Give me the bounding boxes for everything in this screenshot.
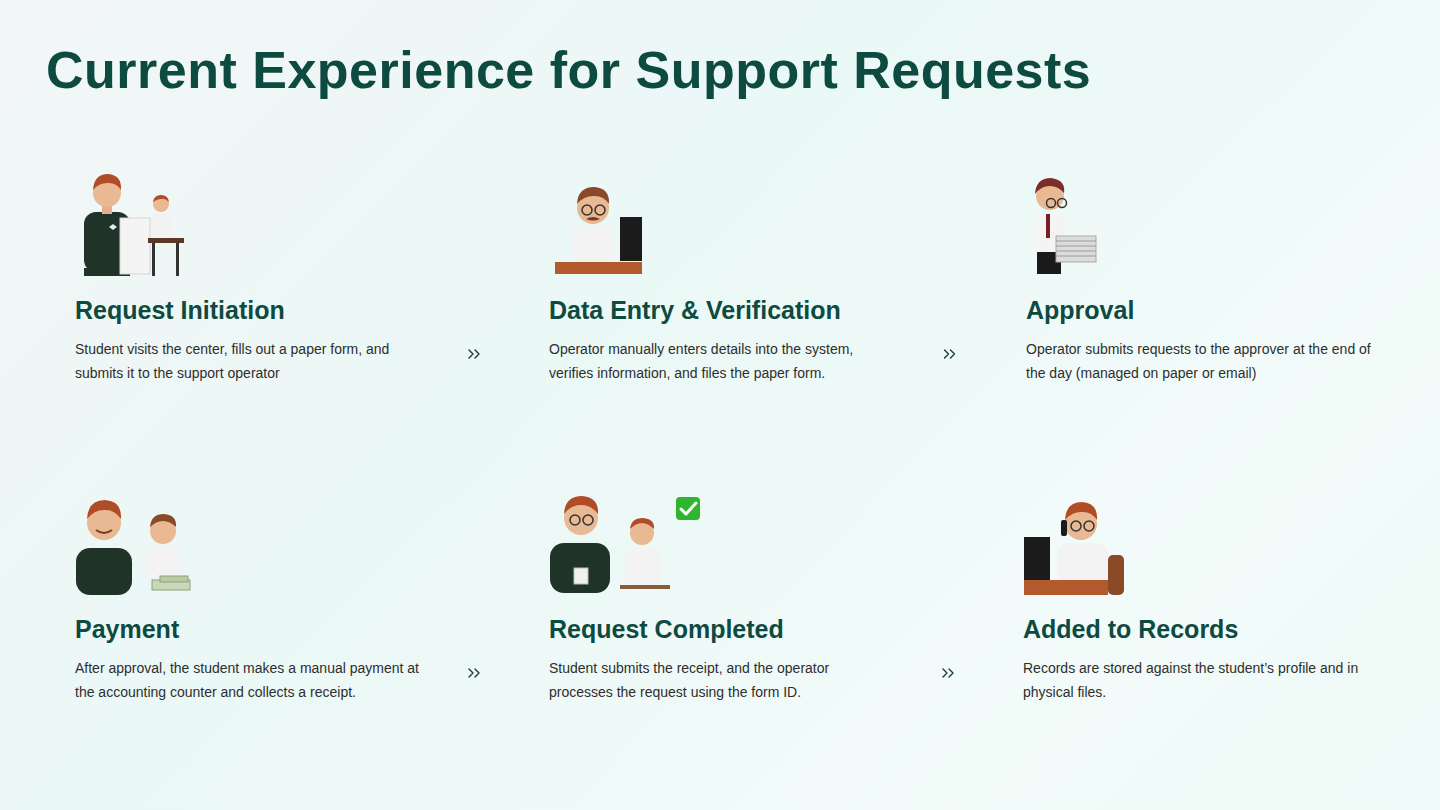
student-figure <box>84 174 150 276</box>
step-description: Operator submits requests to the approve… <box>1026 337 1372 385</box>
step-box: Request InitiationStudent visits the cen… <box>75 296 421 385</box>
step-heading: Request Initiation <box>75 296 421 325</box>
step-description: Records are stored against the student’s… <box>1023 656 1369 704</box>
person-with-files <box>1034 178 1096 274</box>
step-box: ApprovalOperator submits requests to the… <box>1026 296 1372 385</box>
step-description: Student visits the center, fills out a p… <box>75 337 421 385</box>
step-box: Added to RecordsRecords are stored again… <box>1023 615 1369 704</box>
check-mark-icon <box>676 497 700 520</box>
page-title: Current Experience for Support Requests <box>46 40 1091 100</box>
step-description: After approval, the student makes a manu… <box>75 656 421 704</box>
payment-figures <box>76 500 190 595</box>
operator-on-phone <box>1024 502 1124 595</box>
step-heading: Request Completed <box>549 615 895 644</box>
operator-computer <box>555 187 642 274</box>
step-heading: Approval <box>1026 296 1372 325</box>
step-box: PaymentAfter approval, the student makes… <box>75 615 421 704</box>
operator-at-desk <box>148 195 184 276</box>
step-description: Student submits the receipt, and the ope… <box>549 656 895 704</box>
completion-figures <box>550 496 670 593</box>
step-box: Data Entry & VerificationOperator manual… <box>549 296 895 385</box>
flow-chevron <box>945 350 955 358</box>
step-description: Operator manually enters details into th… <box>549 337 895 385</box>
flow-chevron <box>943 669 953 677</box>
flow-chevron <box>469 669 479 677</box>
step-heading: Payment <box>75 615 421 644</box>
step-box: Request CompletedStudent submits the rec… <box>549 615 895 704</box>
step-heading: Added to Records <box>1023 615 1369 644</box>
flow-chevron <box>469 350 479 358</box>
step-heading: Data Entry & Verification <box>549 296 895 325</box>
